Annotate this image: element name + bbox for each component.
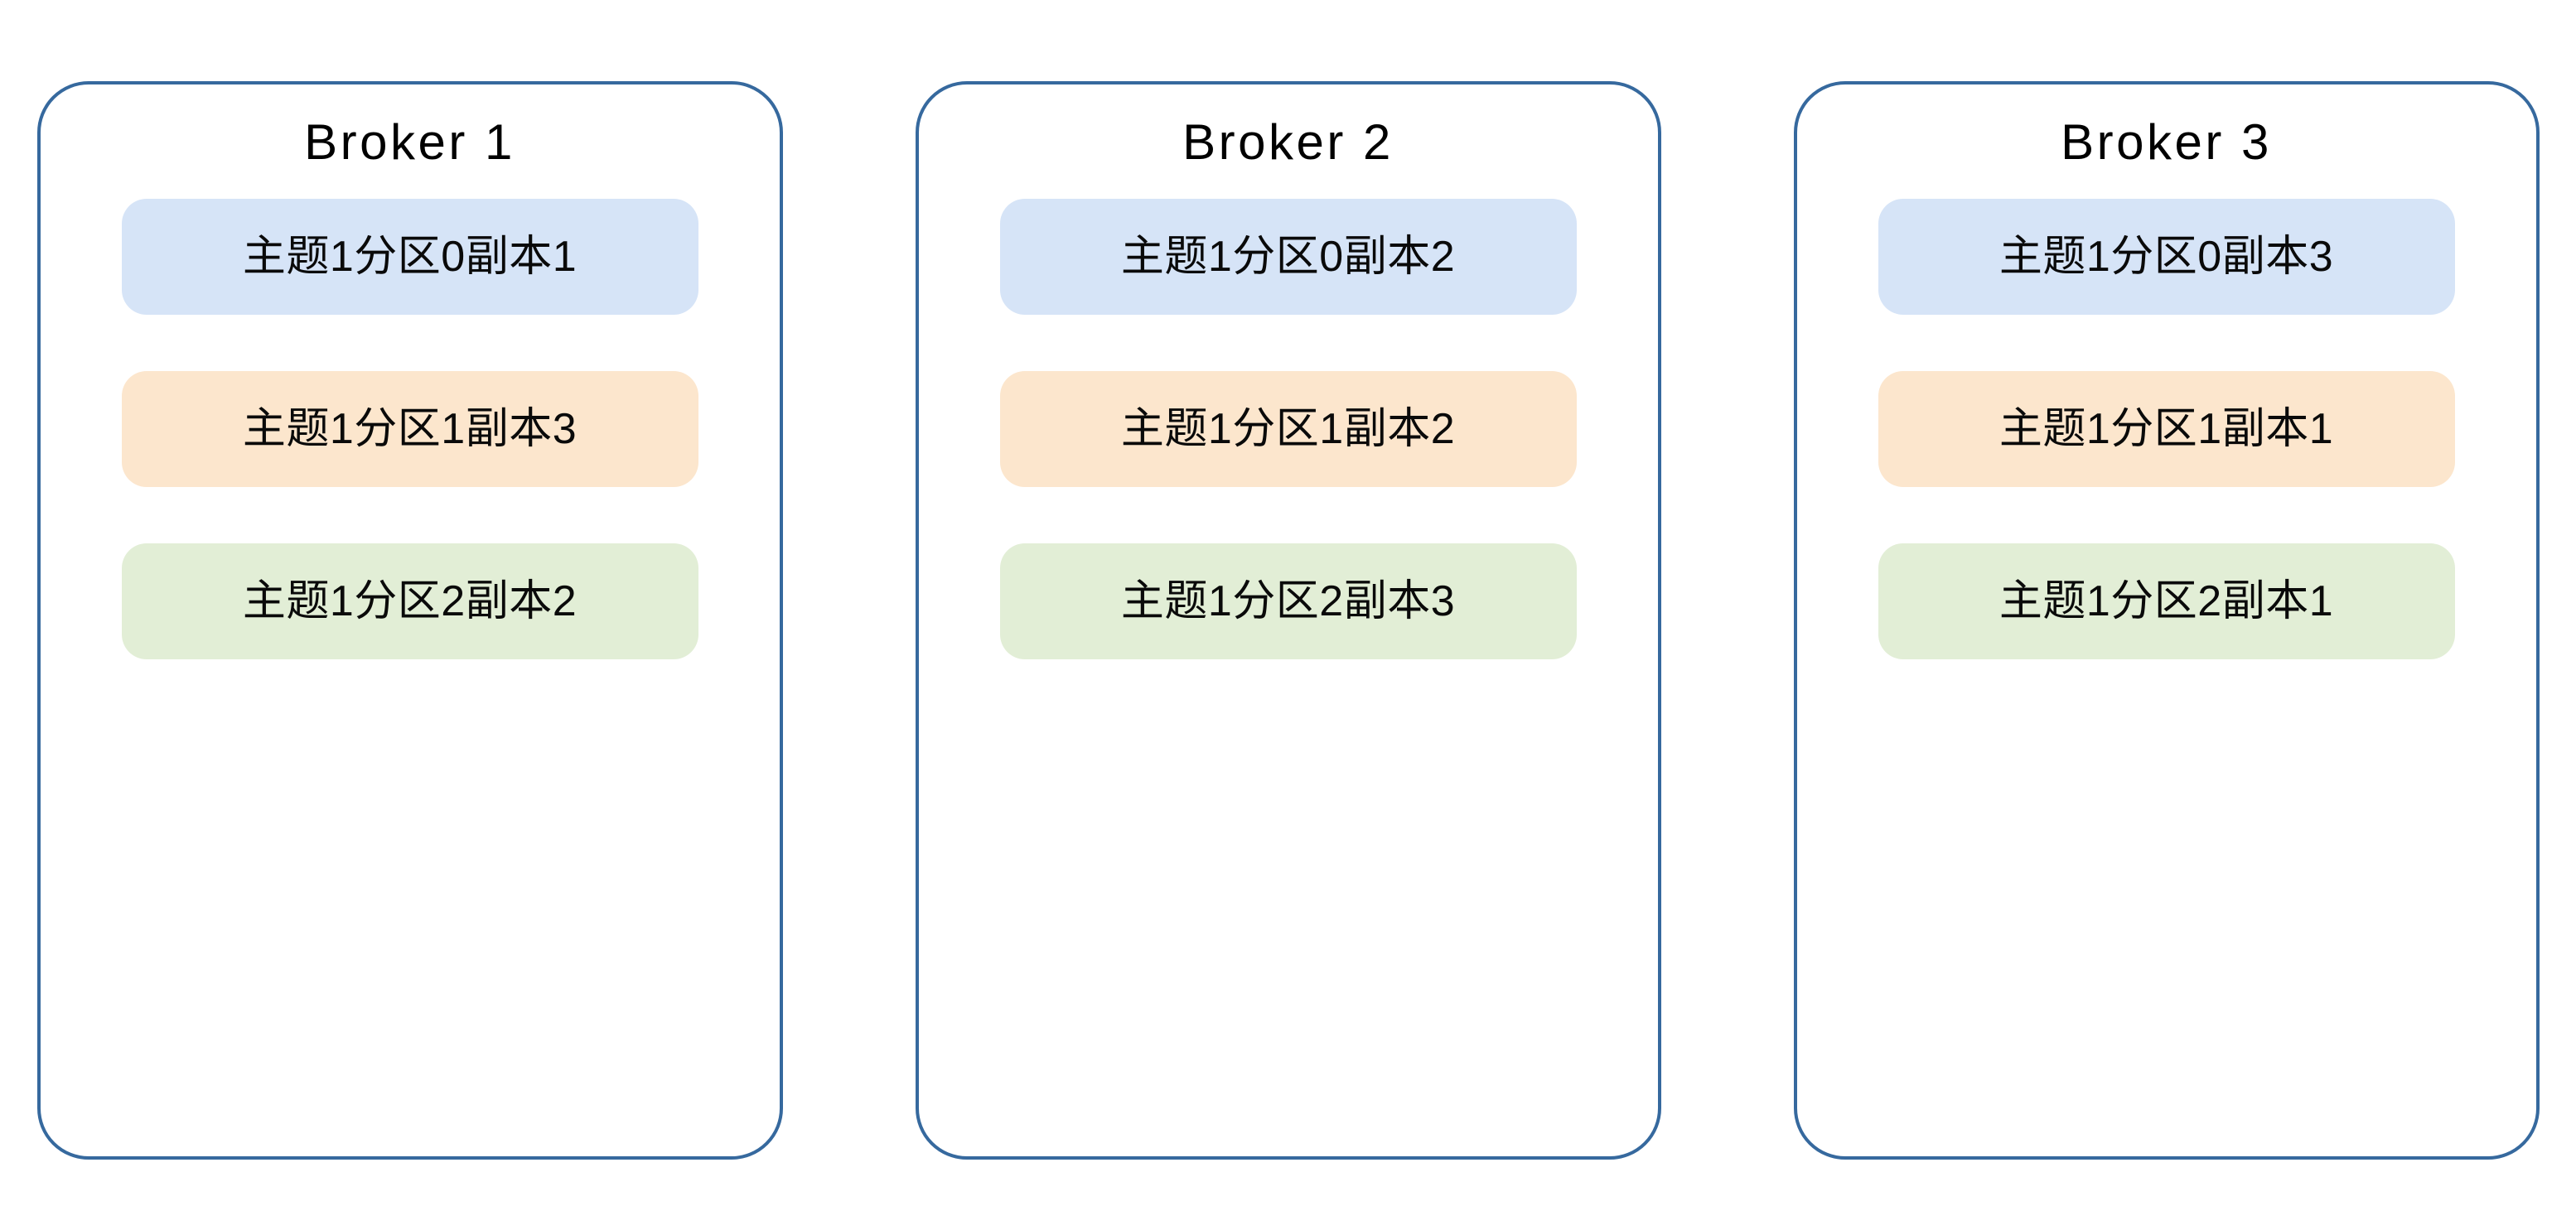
broker-title-3: Broker 3 (2061, 113, 2272, 170)
partition-label: 主题1分区0副本2 (1120, 233, 1456, 281)
partition-box: 主题1分区1副本3 (121, 371, 698, 487)
partition-box: 主题1分区1副本2 (999, 371, 1577, 487)
broker-container-2: Broker 2 主题1分区0副本2 主题1分区1副本2 主题1分区2副本3 (915, 81, 1661, 1160)
partition-label: 主题1分区2副本3 (1120, 577, 1456, 625)
broker-title-1: Broker 1 (304, 113, 515, 170)
partition-box: 主题1分区2副本2 (121, 543, 698, 659)
partition-label: 主题1分区1副本1 (1998, 405, 2334, 453)
partition-label: 主题1分区0副本1 (242, 233, 578, 281)
broker-container-3: Broker 3 主题1分区0副本3 主题1分区1副本1 主题1分区2副本1 (1793, 81, 2540, 1160)
partition-label: 主题1分区1副本3 (242, 405, 578, 453)
partition-box: 主题1分区2副本1 (1878, 543, 2455, 659)
partition-label: 主题1分区2副本2 (242, 577, 578, 625)
partition-box: 主题1分区0副本1 (121, 199, 698, 315)
partition-label: 主题1分区1副本2 (1120, 405, 1456, 453)
broker-container-1: Broker 1 主题1分区0副本1 主题1分区1副本3 主题1分区2副本2 (36, 81, 783, 1160)
partition-list-2: 主题1分区0副本2 主题1分区1副本2 主题1分区2副本3 (919, 199, 1658, 659)
partition-list-1: 主题1分区0副本1 主题1分区1副本3 主题1分区2副本2 (41, 199, 780, 659)
partition-list-3: 主题1分区0副本3 主题1分区1副本1 主题1分区2副本1 (1797, 199, 2536, 659)
partition-box: 主题1分区0副本3 (1878, 199, 2455, 315)
partition-box: 主题1分区2副本3 (999, 543, 1577, 659)
partition-box: 主题1分区1副本1 (1878, 371, 2455, 487)
partition-label: 主题1分区0副本3 (1998, 233, 2334, 281)
broker-title-2: Broker 2 (1182, 113, 1394, 170)
partition-label: 主题1分区2副本1 (1998, 577, 2334, 625)
partition-box: 主题1分区0副本2 (999, 199, 1577, 315)
